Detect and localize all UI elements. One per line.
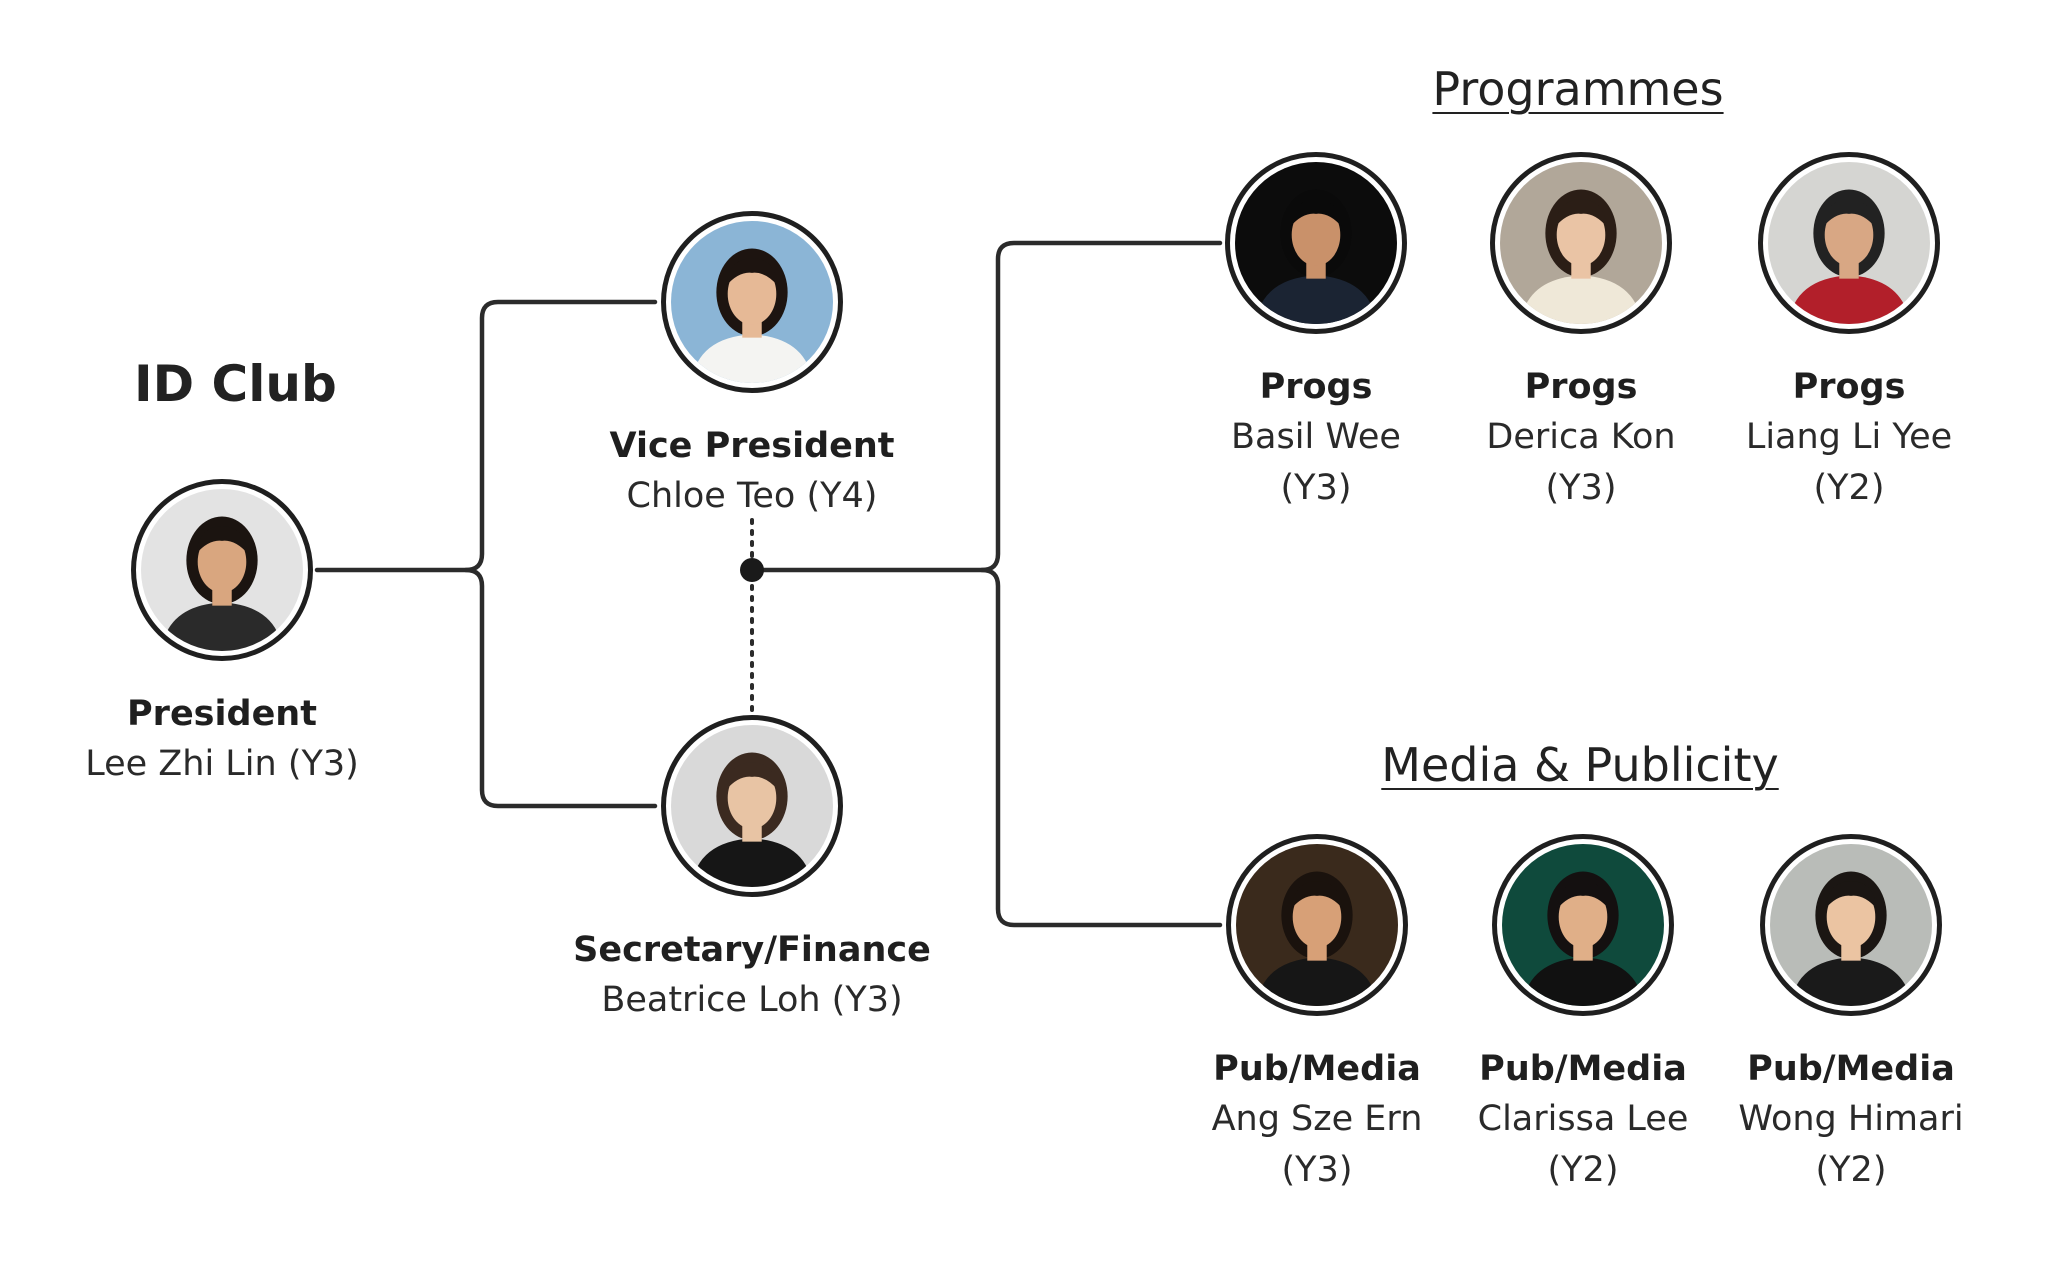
avatar-pub-3 xyxy=(1760,834,1942,1016)
portrait-photo xyxy=(1236,844,1398,1006)
member-card-pub-2: Pub/Media Clarissa Lee (Y2) xyxy=(1393,834,1773,1196)
avatar-pub-2 xyxy=(1492,834,1674,1016)
name-pub-3: Wong Himari xyxy=(1738,1099,1964,1139)
portrait-photo xyxy=(1768,162,1930,324)
avatar-secretary xyxy=(661,715,843,897)
portrait-photo xyxy=(1500,162,1662,324)
avatar-president xyxy=(131,479,313,661)
section-media-heading: Media & Publicity xyxy=(1381,738,1779,792)
name-progs-1: Basil Wee xyxy=(1231,417,1401,457)
name-progs-3: Liang Li Yee xyxy=(1745,417,1953,457)
name-pub-2: Clarissa Lee xyxy=(1477,1099,1689,1139)
avatar-progs-2 xyxy=(1490,152,1672,334)
member-card-progs-3: Progs Liang Li Yee (Y2) xyxy=(1659,152,2039,514)
role-pub-3: Pub/Media xyxy=(1747,1049,1955,1089)
name-pub-1: Ang Sze Ern xyxy=(1211,1099,1423,1139)
name-president: Lee Zhi Lin (Y3) xyxy=(85,744,359,784)
section-programmes-heading: Programmes xyxy=(1432,62,1724,116)
member-card-president: President Lee Zhi Lin (Y3) xyxy=(32,479,412,790)
connector-secretary xyxy=(463,567,658,809)
connector-media xyxy=(979,567,1223,928)
year-progs-2: (Y3) xyxy=(1545,468,1617,508)
role-pub-1: Pub/Media xyxy=(1213,1049,1421,1089)
year-progs-1: (Y3) xyxy=(1280,468,1352,508)
portrait-photo xyxy=(671,221,833,383)
avatar-progs-1 xyxy=(1225,152,1407,334)
name-vice-president: Chloe Teo (Y4) xyxy=(626,476,878,516)
name-progs-2: Derica Kon xyxy=(1486,417,1676,457)
role-vice-president: Vice President xyxy=(609,426,895,466)
year-pub-1: (Y3) xyxy=(1281,1150,1353,1190)
portrait-photo xyxy=(671,725,833,887)
member-card-pub-3: Pub/Media Wong Himari (Y2) xyxy=(1661,834,2041,1196)
avatar-progs-3 xyxy=(1758,152,1940,334)
member-card-secretary: Secretary/Finance Beatrice Loh (Y3) xyxy=(562,715,942,1026)
year-pub-3: (Y2) xyxy=(1815,1150,1887,1190)
year-progs-3: (Y2) xyxy=(1813,468,1885,508)
role-progs-2: Progs xyxy=(1524,367,1638,407)
role-secretary: Secretary/Finance xyxy=(573,930,931,970)
portrait-photo xyxy=(141,489,303,651)
avatar-pub-1 xyxy=(1226,834,1408,1016)
portrait-photo xyxy=(1235,162,1397,324)
member-card-progs-1: Progs Basil Wee (Y3) xyxy=(1126,152,1506,514)
member-card-progs-2: Progs Derica Kon (Y3) xyxy=(1391,152,1771,514)
role-progs-3: Progs xyxy=(1792,367,1906,407)
member-card-vice-president: Vice President Chloe Teo (Y4) xyxy=(562,211,942,522)
portrait-photo xyxy=(1770,844,1932,1006)
portrait-photo xyxy=(1502,844,1664,1006)
name-secretary: Beatrice Loh (Y3) xyxy=(601,980,903,1020)
role-pub-2: Pub/Media xyxy=(1479,1049,1687,1089)
member-card-pub-1: Pub/Media Ang Sze Ern (Y3) xyxy=(1127,834,1507,1196)
year-pub-2: (Y2) xyxy=(1547,1150,1619,1190)
avatar-vice-president xyxy=(661,211,843,393)
junction-dot xyxy=(740,558,764,582)
club-title: ID Club xyxy=(134,355,337,413)
role-progs-1: Progs xyxy=(1259,367,1373,407)
role-president: President xyxy=(127,694,317,734)
